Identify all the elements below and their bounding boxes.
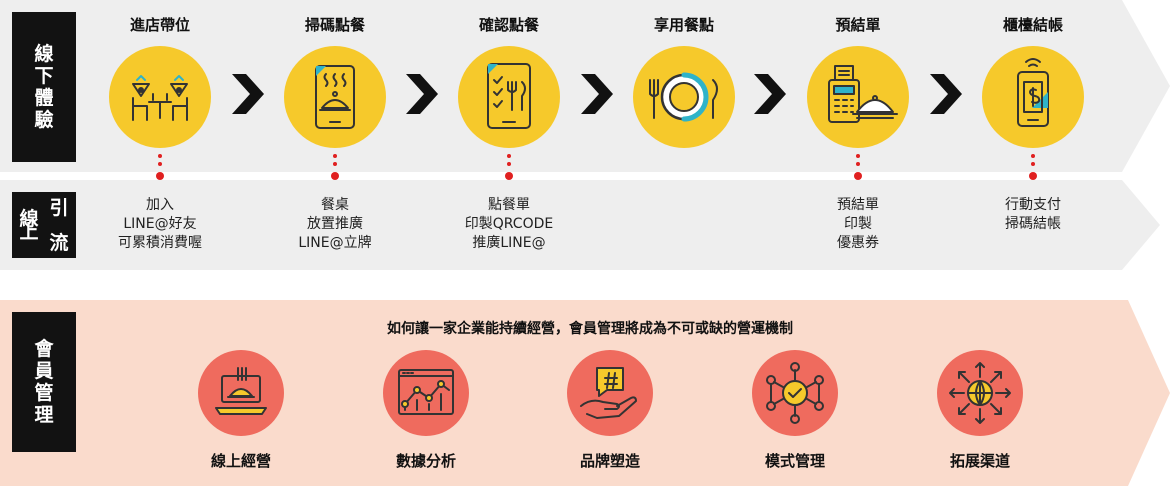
network-check-icon [752, 350, 838, 436]
couple-dining-icon [109, 46, 211, 148]
description-line: LINE@立牌 [298, 235, 372, 251]
phone-payment-icon [982, 46, 1084, 148]
side-label-char: 驗 [34, 109, 54, 131]
chevron-right-icon [581, 74, 613, 114]
stage-title: 確認點餐 [478, 16, 539, 34]
management-label: 拓展渠道 [949, 452, 1010, 470]
register-cloche-icon [807, 46, 909, 148]
side-label-char: 員 [34, 360, 54, 382]
side-label-char: 線 [34, 43, 54, 65]
description-line: 加入 [146, 197, 174, 213]
side-label-char: 理 [34, 404, 54, 426]
side-label-char: 體 [34, 87, 54, 109]
description-line: LINE@好友 [123, 216, 197, 232]
plate-cutlery-icon [633, 46, 735, 148]
stage-title: 掃碼點餐 [304, 16, 365, 34]
description-line: 預結單 [837, 197, 879, 213]
connector-dots [854, 154, 862, 180]
stage-title: 享用餐點 [653, 16, 714, 34]
chevron-right-icon [232, 74, 264, 114]
description-line: 點餐單 [488, 197, 530, 213]
online-side-label: 引 線 上 流 [12, 192, 76, 258]
chevron-right-icon [754, 74, 786, 114]
description-line: 推廣LINE@ [472, 235, 546, 251]
description-line: 可累積消費喔 [118, 235, 202, 251]
description-line: 餐桌 [321, 197, 349, 213]
description-line: 印製 [844, 216, 872, 232]
connector-dots [1029, 154, 1037, 180]
description-line: 放置推廣 [307, 216, 363, 232]
side-label-char: 下 [34, 65, 54, 87]
online-description: 預結單 印製 優惠券 [778, 196, 938, 253]
management-label: 線上經營 [210, 452, 271, 470]
online-description: 餐桌 放置推廣 LINE@立牌 [255, 196, 415, 253]
hand-hashtag-icon [567, 350, 653, 436]
stage-title: 進店帶位 [129, 16, 190, 34]
stage-title: 櫃檯結帳 [1002, 16, 1063, 34]
online-band [0, 180, 1160, 270]
side-label-char: 引 [49, 196, 69, 219]
description-line: 優惠券 [837, 235, 879, 251]
description-line: 掃碼結帳 [1005, 216, 1061, 232]
phone-order-icon [458, 46, 560, 148]
chevron-right-icon [406, 74, 438, 114]
management-label: 模式管理 [764, 452, 825, 470]
side-label-char: 管 [34, 382, 54, 404]
globe-expand-icon [937, 350, 1023, 436]
online-description: 點餐單 印製QRCODE 推廣LINE@ [429, 196, 589, 253]
management-headline: 如何讓一家企業能持續經營，會員管理將成為不可或缺的營運機制 [387, 321, 793, 337]
description-line: 印製QRCODE [464, 216, 554, 232]
description-line: 行動支付 [1005, 197, 1061, 213]
management-label: 數據分析 [395, 452, 456, 470]
connector-dots [505, 154, 513, 180]
phone-cloche-icon [284, 46, 386, 148]
online-description: 加入 LINE@好友 可累積消費喔 [80, 196, 240, 253]
side-label-char: 流 [49, 231, 69, 254]
side-label-char: 線 [19, 207, 39, 230]
side-label-char: 會 [34, 338, 54, 360]
stage-title: 預結單 [835, 16, 881, 34]
laptop-dining-icon [198, 350, 284, 436]
online-description: 行動支付 掃碼結帳 [953, 196, 1113, 234]
side-label-char: 上 [19, 220, 39, 243]
chevron-right-icon [930, 74, 962, 114]
connector-dots [156, 154, 164, 180]
connector-dots [331, 154, 339, 180]
analytics-chart-icon [383, 350, 469, 436]
offline-side-label: 線 下 體 驗 [12, 12, 76, 162]
management-side-label: 會 員 管 理 [12, 312, 76, 452]
management-label: 品牌塑造 [579, 452, 640, 470]
